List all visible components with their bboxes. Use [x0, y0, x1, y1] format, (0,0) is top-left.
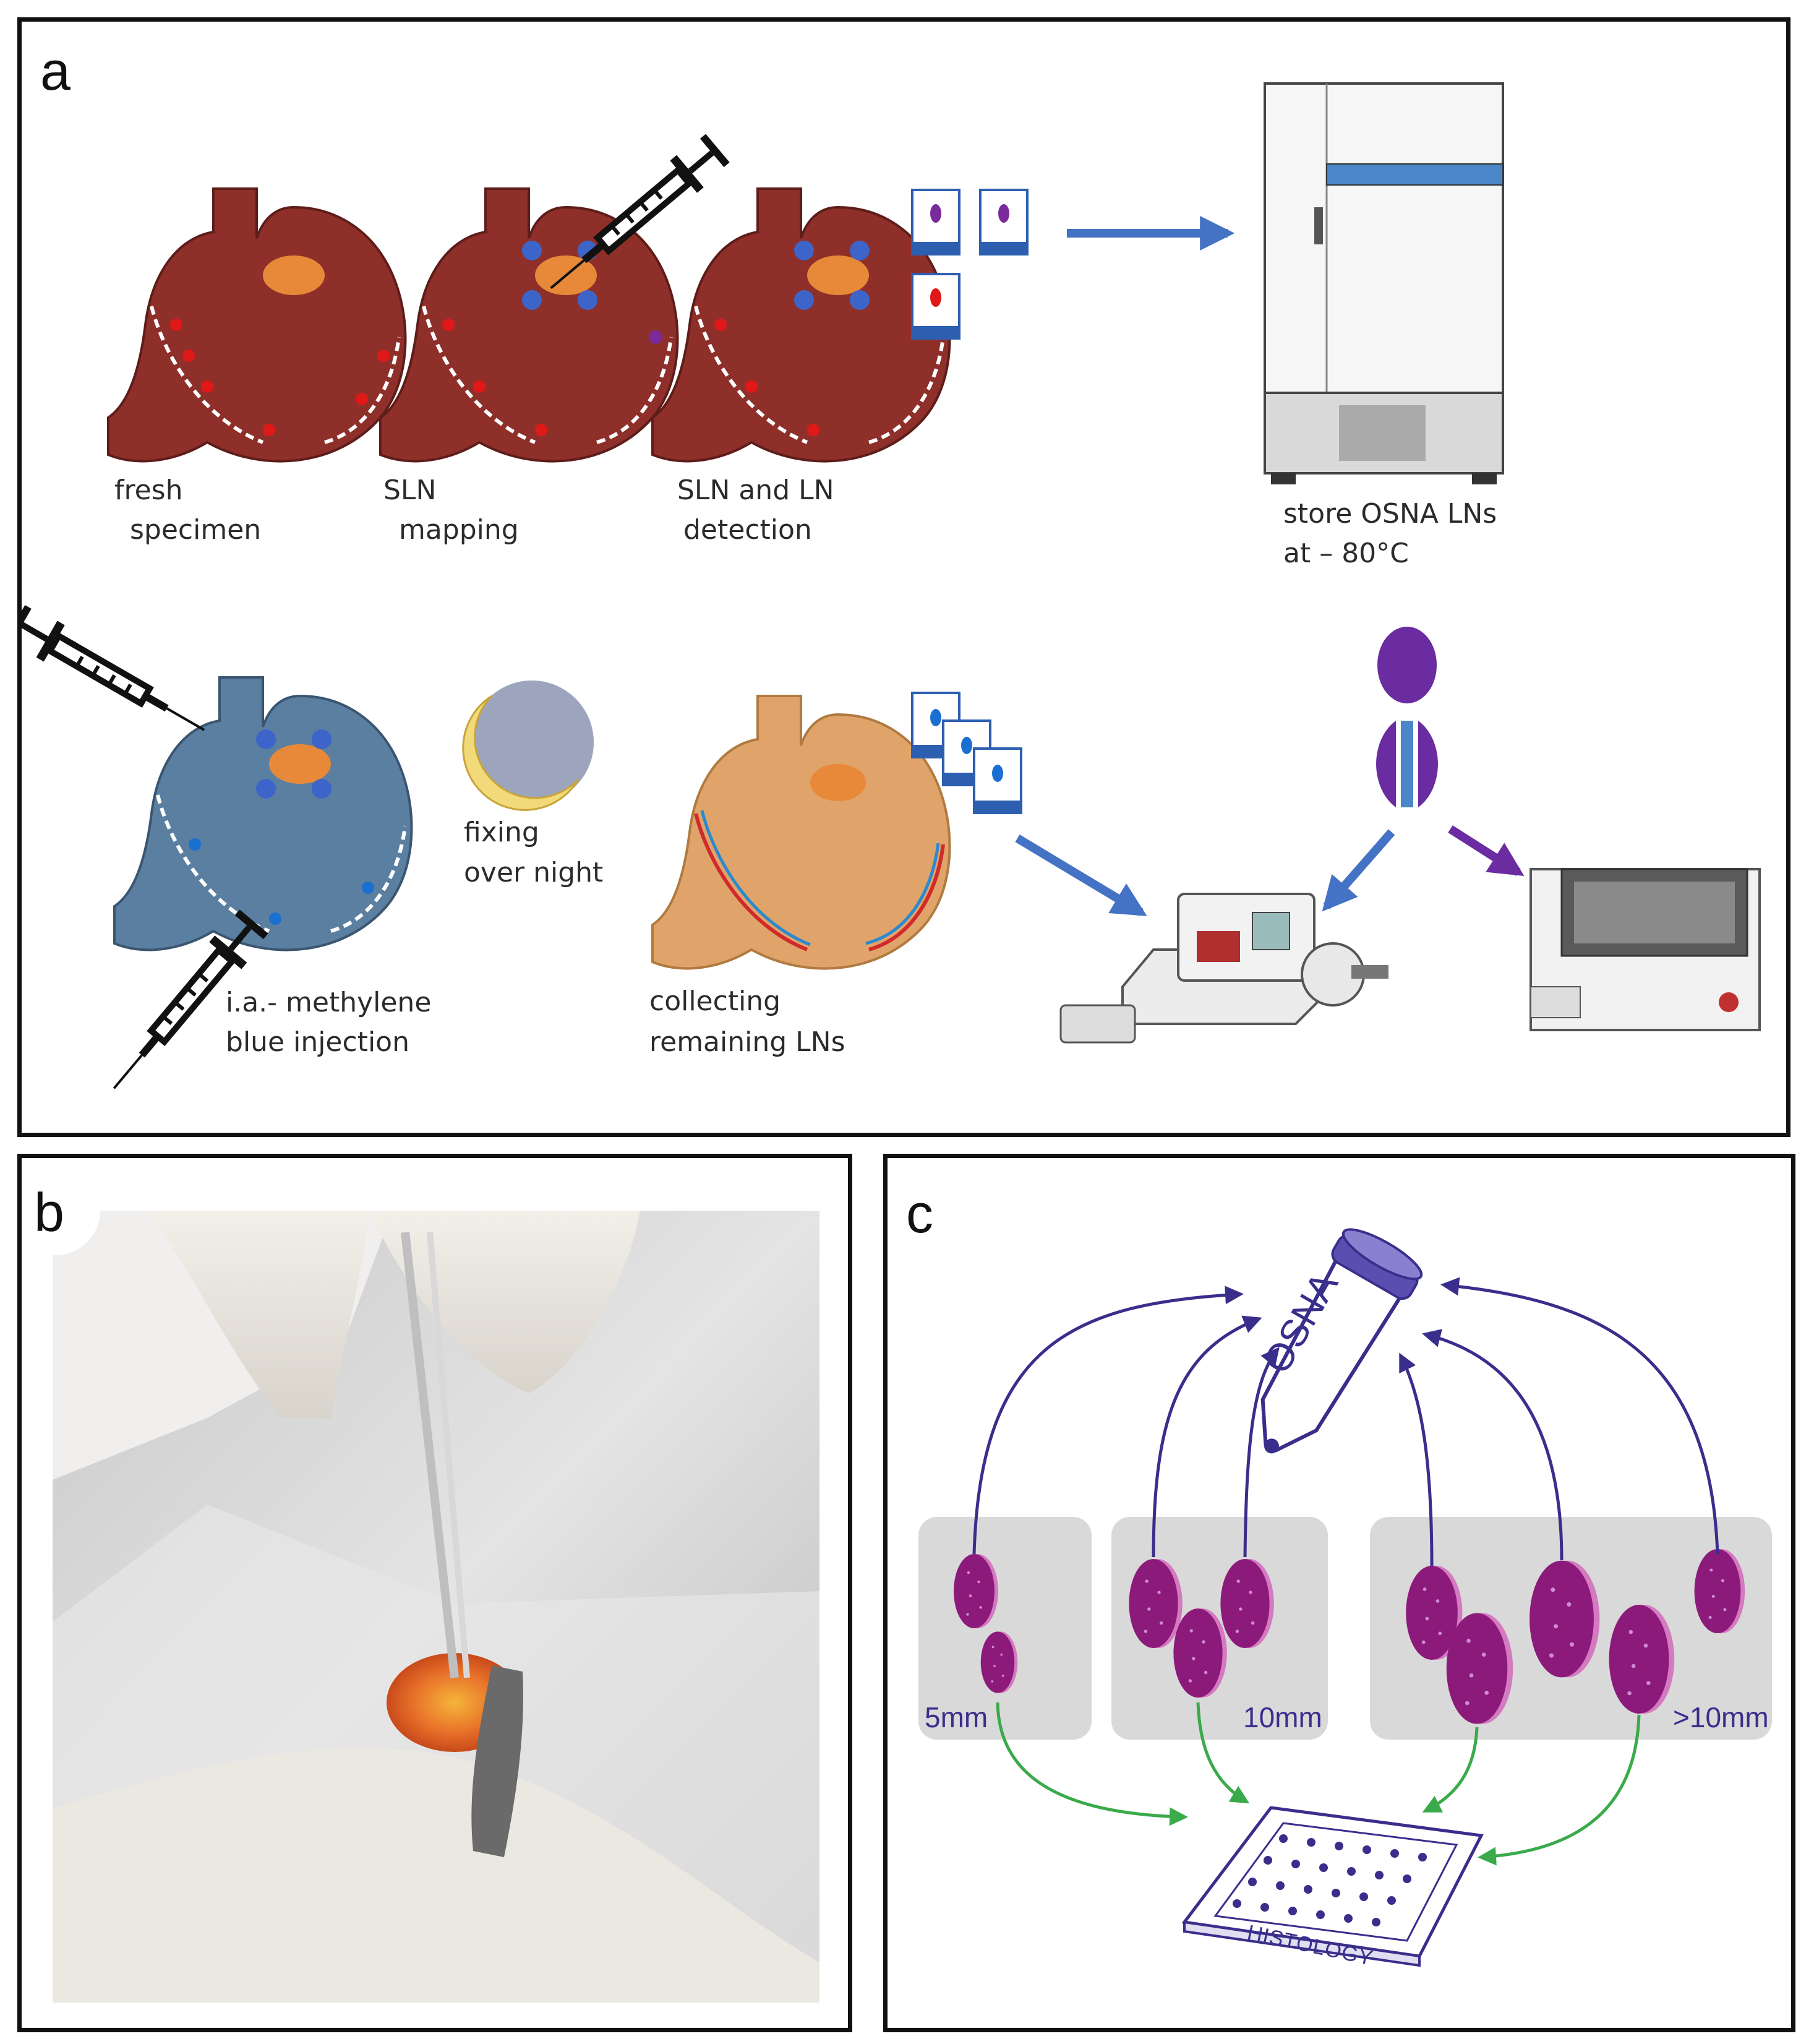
panel-a-figure: a fresh specimen SLN mapping SLN a — [22, 40, 1761, 1133]
panel-c-figure: c OSNA 5mm 10mm >10mm — [906, 1183, 1772, 1970]
panel-b-label: b — [34, 1182, 64, 1243]
caption-fixing-line1: fixing — [464, 817, 539, 848]
caption-sln-line1: SLN — [383, 474, 436, 506]
caption-store-line1: store OSNA LNs — [1283, 498, 1497, 530]
caption-store-line2: at – 80°C — [1283, 538, 1409, 569]
size-label-5mm: 5mm — [925, 1701, 988, 1733]
stomach-blue-illustration — [113, 676, 413, 951]
stomach-fresh-illustration — [107, 187, 407, 463]
arrow-node-to-microtome — [1322, 829, 1395, 912]
caption-fresh-line1: fresh — [114, 474, 183, 506]
glove-upper-right — [368, 1211, 640, 1393]
stomach-sln-mapping-illustration — [379, 187, 679, 463]
stomach-detection-illustration — [651, 187, 951, 463]
sample-cassettes-top — [911, 189, 1029, 340]
caption-fixing-line2: over night — [464, 857, 603, 888]
caption-collecting-line2: remaining LNs — [649, 1026, 845, 1058]
lymph-node-5mm-a — [954, 1554, 998, 1628]
lymph-node-gt10mm-d — [1609, 1605, 1675, 1714]
split-node-icon — [1376, 627, 1438, 807]
panel-b: b — [17, 1154, 852, 2032]
caption-injection-line1: i.a.- methylene — [226, 987, 431, 1018]
panel-c-label: c — [906, 1183, 933, 1244]
panel-a-label: a — [40, 40, 71, 101]
panel-a: a fresh specimen SLN mapping SLN a — [17, 17, 1790, 1137]
histology-plate-icon: HISTOLOGY — [1181, 1806, 1484, 1970]
lymph-node-gt10mm-b — [1446, 1613, 1513, 1724]
stomach-orange-illustration — [651, 695, 951, 970]
caption-detection-line2: detection — [683, 514, 812, 546]
caption-detection-line1: SLN and LN — [677, 474, 834, 506]
caption-injection-line2: blue injection — [226, 1026, 409, 1058]
lymph-node-10mm-c — [1220, 1559, 1274, 1648]
forceps — [401, 1232, 459, 1678]
sample-cassettes-stack — [911, 692, 1022, 814]
glove-upper — [145, 1211, 368, 1418]
arrow-cassettes-to-microtome — [1015, 834, 1147, 917]
osna-analyzer-illustration — [1529, 868, 1761, 1031]
microtome-illustration — [1059, 893, 1388, 1044]
size-label-10mm: 10mm — [1243, 1701, 1322, 1733]
scalpel-blade — [471, 1665, 523, 1857]
glove-lower — [53, 1747, 819, 2003]
panel-b-photo: b — [22, 1166, 819, 2003]
caption-collecting-line1: collecting — [649, 986, 781, 1017]
moon-icon — [462, 681, 594, 811]
caption-fresh-line2: specimen — [130, 514, 261, 546]
lymph-node-gt10mm-c — [1529, 1560, 1600, 1678]
panel-c: c OSNA 5mm 10mm >10mm — [883, 1154, 1795, 2032]
freezer-illustration — [1264, 82, 1504, 484]
lymph-node-10mm-b — [1173, 1608, 1227, 1698]
syringe-top-icon — [22, 603, 215, 749]
lymph-node-gt10mm-e — [1694, 1549, 1745, 1633]
caption-sln-line2: mapping — [399, 514, 519, 546]
arrows-to-osna — [972, 1277, 1719, 1567]
arrow-node-to-analyzer — [1448, 825, 1525, 877]
lymph-node-5mm-b — [980, 1631, 1018, 1693]
lymph-node-10mm-a — [1129, 1559, 1183, 1648]
size-label-gt10mm: >10mm — [1673, 1701, 1769, 1733]
arrows-to-histology — [996, 1702, 1641, 1866]
